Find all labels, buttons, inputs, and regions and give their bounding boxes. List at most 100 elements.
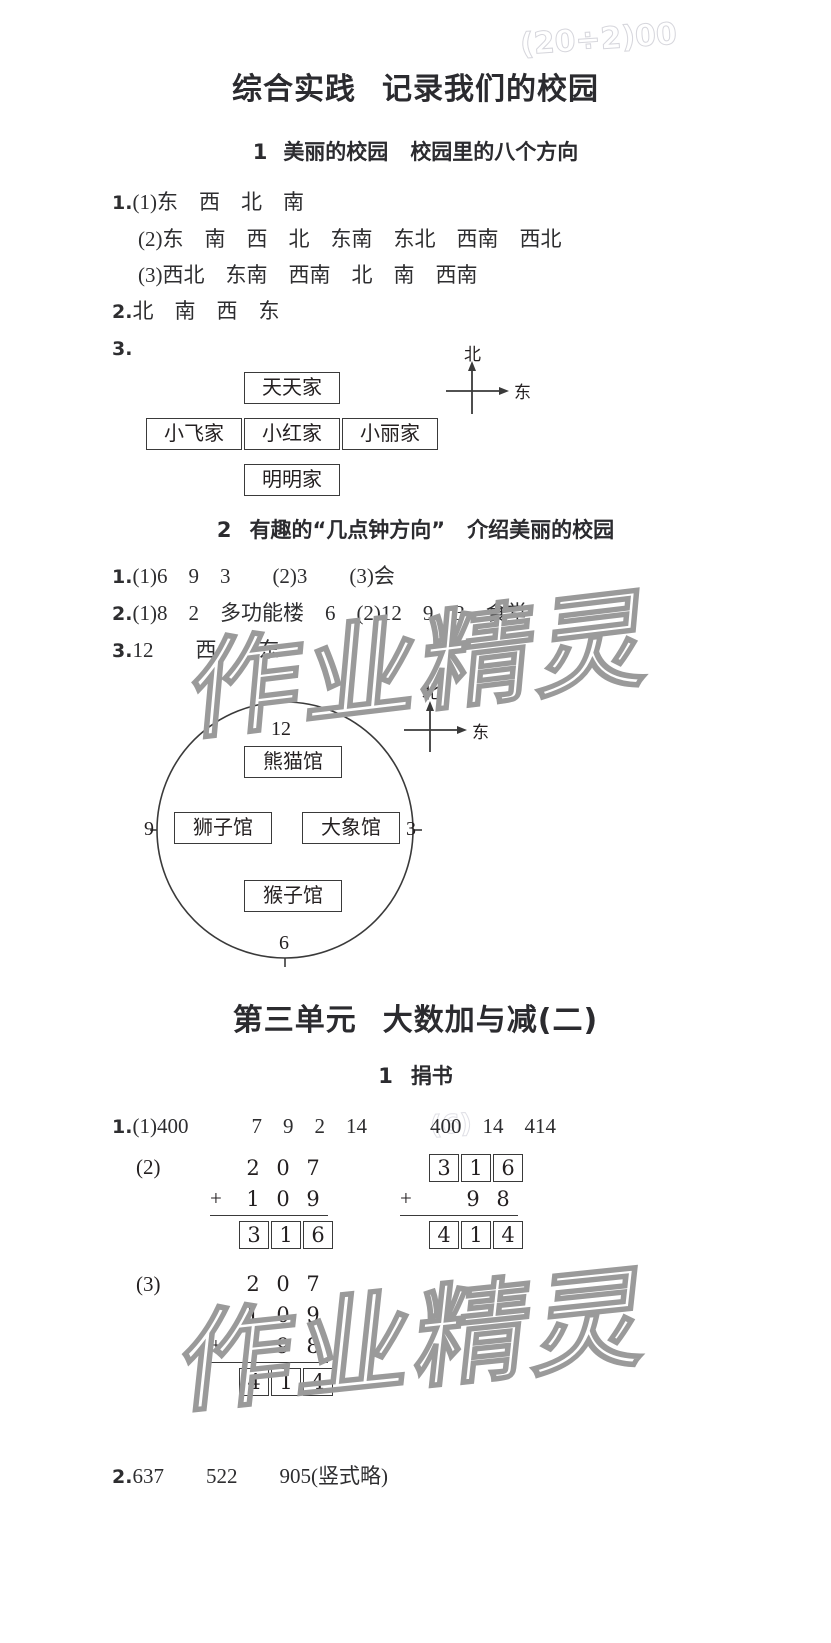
clock-label-9: 9 — [144, 818, 154, 840]
house-box-top: 天天家 — [244, 372, 340, 405]
section-2-number: 2 — [216, 518, 232, 542]
calc-digit: 2 — [246, 1155, 260, 1180]
zoo-box-top: 熊猫馆 — [244, 746, 342, 779]
section-2-answers: 1.(1)6 9 3 (2)3 (3)会 2.(1)8 2 多功能楼 6 (2)… — [112, 558, 812, 669]
calc-answer-box: 6 — [303, 1220, 333, 1249]
vertical-calc-3: 2 0 7 1 0 9 + 9 8 4 1 4 — [210, 1268, 334, 1397]
calc-answer-box: 3 — [239, 1220, 269, 1249]
calc-answer-box: 6 — [493, 1153, 523, 1182]
calc-answer-box: 3 — [429, 1153, 459, 1182]
page-title-right: 记录我们的校园 — [382, 72, 599, 107]
answer-text: 637 522 905(竖式略) — [132, 1464, 388, 1488]
calc-row-addend-2: + 9 8 — [400, 1183, 524, 1214]
lesson-1-answer-line-1: 1.(1)400 7 9 2 14 400 14 414 — [112, 1108, 812, 1145]
lesson-1-number: 1 — [378, 1064, 393, 1088]
lesson-1-heading-wrap: 1 捐书 — [0, 1060, 831, 1090]
calc-row-addend-1: 2 0 7 — [210, 1152, 334, 1183]
answer-index: 3. — [112, 640, 133, 662]
calc-row-result: 3 1 6 — [210, 1219, 334, 1250]
lesson-1-answer-line-2: 2.637 522 905(竖式略) — [112, 1458, 812, 1495]
answer-text: (1)400 7 9 2 14 400 14 414 — [132, 1114, 556, 1138]
answer-line: 1.(1)400 7 9 2 14 400 14 414 — [112, 1108, 812, 1145]
calc-rule-line — [210, 1215, 328, 1216]
answer-line: 3.12 西 东 — [112, 632, 812, 669]
calc-answer-box: 4 — [239, 1367, 269, 1396]
clock-label-12: 12 — [271, 718, 291, 740]
clock-label-6: 6 — [279, 932, 289, 954]
calc-row-result: 4 1 4 — [400, 1219, 524, 1250]
unit-3-title-right: 大数加与减(二) — [382, 1003, 599, 1038]
answer-text: 12 西 东 — [132, 638, 280, 662]
calc-row-addend-3: + 9 8 — [210, 1330, 334, 1361]
page-title: 综合实践记录我们的校园 — [0, 0, 831, 108]
calc-digit: 0 — [276, 1271, 290, 1296]
answer-line: 2.北 南 西 东 — [112, 293, 812, 330]
answer-line: 2.(1)8 2 多功能楼 6 (2)12 9 3 食堂 — [112, 595, 812, 632]
compass-rose-2: 北 东 — [398, 678, 518, 768]
lesson-1-name: 捐书 — [410, 1064, 453, 1088]
answer-index: 1. — [112, 192, 133, 214]
section-2-name-left: 有趣的“几点钟方向” — [249, 518, 446, 542]
calc-digit: 1 — [246, 1302, 260, 1327]
answer-text: 北 南 西 东 — [132, 299, 280, 323]
calc-answer-box: 4 — [303, 1367, 333, 1396]
page-title-left: 综合实践 — [232, 72, 356, 107]
section-1-number: 1 — [252, 140, 268, 164]
calc-digit: 7 — [306, 1271, 320, 1296]
calc-operator: + — [210, 1333, 222, 1357]
item-3-label: (3) — [136, 1272, 161, 1296]
item-2-label: (2) — [136, 1155, 161, 1179]
answer-index: 1. — [112, 566, 133, 588]
calc-answer-box: 1 — [271, 1220, 301, 1249]
zoo-box-bottom: 猴子馆 — [244, 880, 342, 913]
lesson-1-heading: 1 捐书 — [0, 1060, 831, 1090]
calc-rule-line — [400, 1215, 518, 1216]
answer-line: 2.637 522 905(竖式略) — [112, 1458, 812, 1495]
answer-text: (2)东 南 西 北 东南 东北 西南 西北 — [138, 227, 562, 251]
compass-north-label: 北 — [464, 345, 481, 365]
zoo-box-right: 大象馆 — [302, 812, 400, 845]
house-box-center: 小红家 — [244, 418, 340, 451]
answer-line: 3. — [112, 330, 812, 367]
vertical-calc-2-left: 2 0 7 + 1 0 9 3 1 6 — [210, 1152, 334, 1250]
calc-digit: 9 — [306, 1302, 320, 1327]
answer-text: (3)西北 东南 西南 北 南 西南 — [138, 263, 478, 287]
clock-circle-shape — [150, 701, 422, 967]
calc-digit: 0 — [276, 1155, 290, 1180]
answer-text: (1)东 西 北 南 — [132, 190, 304, 214]
unit-3-title-left: 第三单元 — [232, 1003, 357, 1038]
calc-digit: 9 — [276, 1333, 290, 1358]
calc-digit: 0 — [276, 1186, 290, 1211]
answer-line: (3)西北 东南 西南 北 南 西南 — [112, 257, 812, 293]
calc-digit: 8 — [496, 1186, 510, 1211]
calc-digit: 9 — [306, 1186, 320, 1211]
calc-digit: 2 — [246, 1271, 260, 1296]
calc-digit: 8 — [306, 1333, 320, 1358]
section-2-name-right: 介绍美丽的校园 — [467, 518, 615, 542]
calc-digit: 7 — [306, 1155, 320, 1180]
answer-line: 1.(1)东 西 北 南 — [112, 184, 812, 221]
section-1-answers: 1.(1)东 西 北 南 (2)东 南 西 北 东南 东北 西南 西北 (3)西… — [112, 184, 812, 367]
answer-index: 1. — [112, 1116, 133, 1138]
answer-index: 2. — [112, 1466, 133, 1488]
section-2-heading-wrap: 2 有趣的“几点钟方向” 介绍美丽的校园 — [0, 514, 831, 544]
clock-direction-diagram: 12 9 3 6 熊猫馆 狮子馆 大象馆 猴子馆 北 东 — [144, 683, 710, 970]
section-1-name-right: 校园里的八个方向 — [410, 140, 579, 164]
calc-row-addend-1: 2 0 7 — [210, 1268, 334, 1299]
calc-answer-box: 1 — [461, 1153, 491, 1182]
clock-label-3: 3 — [406, 818, 416, 840]
section-2-heading: 2 有趣的“几点钟方向” 介绍美丽的校园 — [0, 514, 831, 544]
answer-text: (1)6 9 3 (2)3 (3)会 — [132, 564, 395, 588]
answer-text: (1)8 2 多功能楼 6 (2)12 9 3 食堂 — [132, 601, 528, 625]
house-layout-diagram: 天天家 小飞家 小红家 小丽家 明明家 北 东 — [140, 345, 700, 510]
house-box-left: 小飞家 — [146, 418, 242, 451]
house-box-right: 小丽家 — [342, 418, 438, 451]
answer-index: 2. — [112, 603, 133, 625]
calc-answer-box: 4 — [493, 1220, 523, 1249]
zoo-box-left: 狮子馆 — [174, 812, 272, 845]
compass-rose-1: 北 东 — [440, 344, 560, 434]
compass-north-label: 北 — [422, 683, 439, 703]
compass-arrows-icon — [446, 361, 509, 414]
